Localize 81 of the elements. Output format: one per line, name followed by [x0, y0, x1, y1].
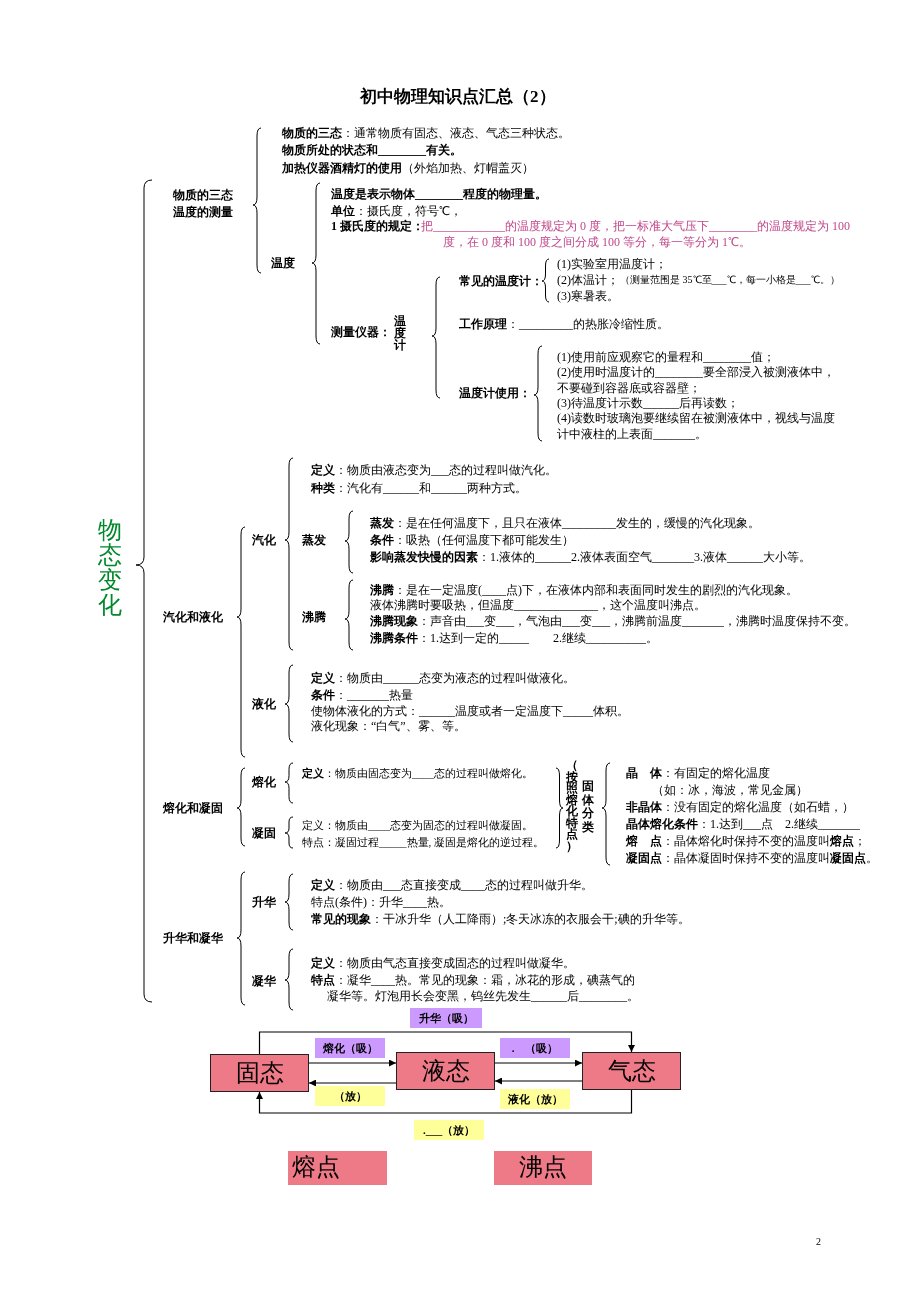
vertical-heading: 固体分类 — [582, 780, 594, 834]
note-text: 凝固点：晶体凝固时保持不变的温度叫凝固点。 — [626, 850, 878, 866]
note-text: 晶体熔化条件：1.达到___点 2.继续_______ — [626, 816, 860, 832]
topic-heading: 汽化和液化 — [163, 609, 223, 625]
note-text: 沸腾：是在一定温度(____点)下，在液体内部和表面同时发生的剧烈的汽化现象。 — [370, 582, 798, 598]
note-text: 熔 点：晶体熔化时保持不变的温度叫熔点； — [626, 833, 866, 849]
note-text: 特点：凝固过程_____热量, 凝固是熔化的逆过程。 — [302, 835, 544, 850]
topic-heading: 测量仪器： — [331, 324, 391, 340]
title: 初中物理知识点汇总（2） — [360, 86, 556, 108]
note-text: 特点：凝华____热。常见的现象：霜，冰花的形成，碘蒸气的凝华等。灯泡用长会变黑，钨丝先发生______后________。 — [311, 972, 640, 1004]
note-text: 特点(条件)：升华____热。 — [311, 894, 451, 910]
note-text: 物质所处的状态和________有关。 — [282, 142, 462, 158]
note-text: 物质的三态：通常物质有固态、液态、气态三种状态。 — [282, 125, 570, 141]
state-box: 气态 — [582, 1052, 681, 1090]
topic-heading: 汽化 — [252, 532, 276, 548]
topic-heading: 熔化和凝固 — [163, 800, 223, 816]
note-text: 定义：物质由固态变为____态的过程叫做熔化。 — [302, 766, 533, 781]
note-text: 晶 体：有固定的熔化温度 — [626, 765, 770, 781]
vertical-heading: （按照熔化特点） — [566, 760, 578, 852]
arrow — [308, 1059, 397, 1067]
arrow — [494, 1059, 583, 1067]
page-number: 2 — [816, 1235, 821, 1249]
note-text: 液化现象：“白气”、雾、等。 — [311, 718, 466, 734]
topic-heading: 熔化 — [252, 774, 276, 790]
note-text: 影响蒸发快慢的因素：1.液体的______2.液体表面空气_______3.液体______大小等。 — [370, 549, 811, 565]
note-text: 蒸发：是在任何温度下，且只在液体_________发生的，缓慢的汽化现象。 — [370, 515, 760, 531]
note-text: 条件：_______热量 — [311, 687, 413, 703]
note-text: 使物体液化的方式：______温度或者一定温度下_____体积。 — [311, 703, 629, 719]
note-text: (4)读数时玻璃泡要继续留在被测液体中，视线与温度计中液柱的上表面_______。 — [557, 410, 836, 442]
edge-label: 升华（吸） — [410, 1008, 482, 1028]
topic-heading: 温度 — [271, 255, 295, 271]
note-text: 单位：摄氏度，符号℃， — [331, 203, 462, 219]
note-text: 种类：汽化有______和______两种方式。 — [311, 480, 527, 496]
note-text: (2)使用时温度计的________要全部浸入被测液体中，不要碰到容器底或容器壁； — [557, 364, 836, 396]
note-text: (2)体温计； — [557, 272, 619, 288]
topic-heading: 凝华 — [252, 973, 276, 989]
topic-heading: 温度计使用： — [459, 385, 531, 401]
topic-heading: 液化 — [252, 696, 276, 712]
note-text: 定义：物质由______态变为液态的过程叫做液化。 — [311, 670, 575, 686]
topic-heading: 升华 — [252, 894, 276, 910]
note-text: 温度是表示物体________程度的物理量。 — [331, 186, 547, 202]
arrow — [256, 1089, 633, 1114]
state-box: 固态 — [210, 1054, 309, 1092]
note-text: (1)实验室用温度计； — [557, 256, 667, 272]
topic-heading: 温度的测量 — [173, 204, 233, 220]
note-text: 定义：物质由____态变为固态的过程叫做凝固。 — [302, 818, 533, 833]
note-text: (1)使用前应观察它的量程和________值； — [557, 349, 775, 365]
topic-heading: 蒸发 — [302, 532, 326, 548]
term-box: 熔点 — [288, 1151, 387, 1185]
note-text: 定义：物质由___态直接变成____态的过程叫做升华。 — [311, 877, 593, 893]
note-text: 沸腾现象：声音由___变___，气泡由___变___，沸腾前温度_______，沸腾时温度保持不变。 — [370, 613, 856, 629]
term-box: 沸点 — [494, 1151, 592, 1185]
arrow — [308, 1079, 397, 1087]
note-text: （如：冰，海波，常见金属） — [652, 782, 808, 798]
note-text: (3)待温度计示数______后再读数； — [557, 395, 739, 411]
arrow — [258, 1031, 635, 1055]
note-text: 工作原理：_________的热胀冷缩性质。 — [459, 316, 669, 332]
edge-label: 液化（放） — [500, 1089, 570, 1109]
topic-heading: 物质的三态 — [173, 187, 233, 203]
topic-heading: 升华和凝华 — [163, 930, 223, 946]
note-text: （测量范围是 35℃至___℃，每一小格是___℃。） — [620, 273, 840, 287]
edge-label: . （吸） — [500, 1038, 570, 1058]
note-text: 液体沸腾时要吸热，但温度______________，这个温度叫沸点。 — [370, 597, 706, 613]
topic-heading: 凝固 — [252, 825, 276, 841]
note-text: 加热仪器酒精灯的使用（外焰加热、灯帽盖灭） — [282, 160, 534, 176]
note-text: 非晶体：没有固定的熔化温度（如石蜡，） — [626, 799, 854, 815]
main-heading: 物态变化 — [98, 518, 123, 618]
topic-heading: 常见的温度计： — [459, 273, 543, 289]
note-text: 沸腾条件：1.达到一定的_____ 2.继续__________。 — [370, 630, 658, 646]
arrow — [494, 1077, 583, 1085]
edge-label: （放） — [315, 1086, 385, 1106]
note-text: 定义：物质由气态直接变成固态的过程叫做凝华。 — [311, 955, 575, 971]
note-text: 定义：物质由液态变为___态的过程叫做汽化。 — [311, 462, 557, 478]
note-text: 常见的现象：干冰升华（人工降雨）;冬天冰冻的衣服会干;碘的升华等。 — [311, 911, 690, 927]
state-box: 液态 — [396, 1052, 495, 1090]
topic-heading: 沸腾 — [302, 609, 326, 625]
note-text: 条件：吸热（任何温度下都可能发生） — [370, 532, 574, 548]
edge-label: .___（放） — [414, 1120, 484, 1140]
vertical-heading: 温度计 — [394, 315, 406, 351]
edge-label: 熔化（吸） — [315, 1038, 385, 1058]
note-text: (3)寒暑表。 — [557, 288, 619, 304]
